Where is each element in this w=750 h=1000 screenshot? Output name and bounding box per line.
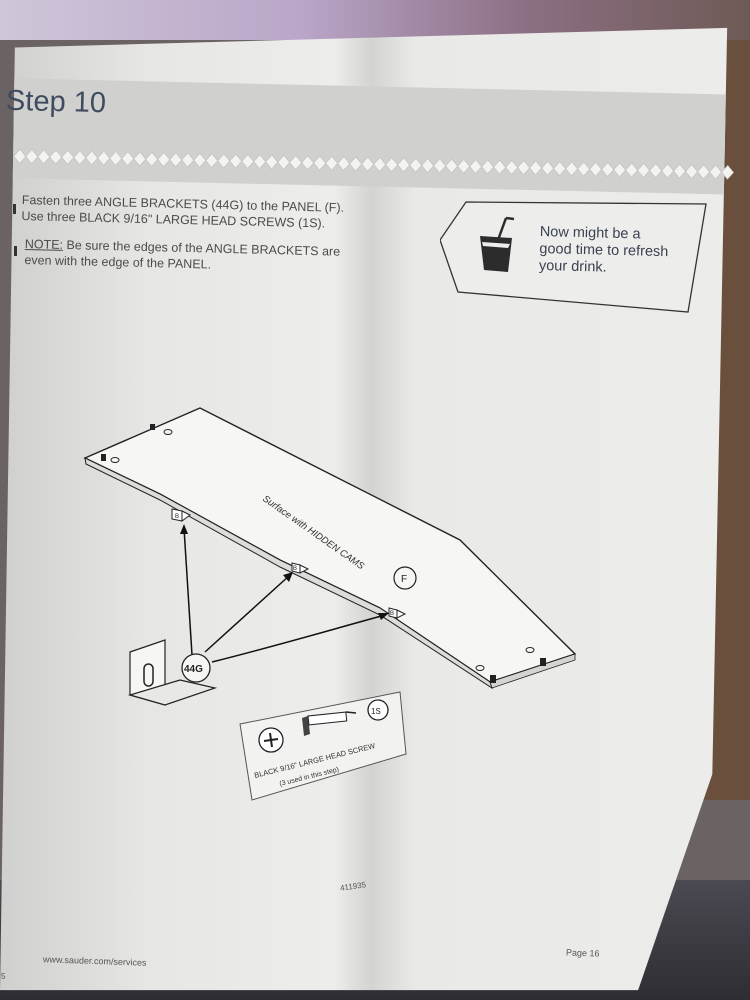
zigzag-diamond bbox=[241, 153, 255, 169]
zigzag-diamond bbox=[109, 150, 123, 166]
drink-cup-icon bbox=[480, 216, 515, 272]
bracket-small-label: B bbox=[390, 611, 394, 617]
zigzag-diamond bbox=[253, 154, 267, 170]
panel-label: F bbox=[401, 574, 407, 585]
zigzag-diamond bbox=[73, 150, 87, 166]
zigzag-diamond bbox=[673, 163, 686, 179]
zigzag-diamond bbox=[589, 161, 603, 177]
zigzag-diamond bbox=[493, 159, 507, 175]
zigzag-diamond bbox=[661, 163, 674, 179]
pointer-arrows bbox=[183, 527, 386, 663]
zigzag-diamond bbox=[613, 162, 627, 178]
callout-box bbox=[440, 201, 707, 313]
zigzag-diamond bbox=[373, 156, 387, 172]
zigzag-diamond bbox=[181, 152, 195, 168]
zigzag-diamond bbox=[421, 158, 435, 173]
zigzag-diamond bbox=[277, 154, 291, 170]
zigzag-diamond bbox=[697, 164, 710, 180]
zigzag-diamond bbox=[541, 160, 555, 176]
zigzag-diamond bbox=[145, 151, 159, 167]
zigzag-diamond bbox=[625, 162, 639, 178]
zigzag-diamond bbox=[505, 159, 519, 175]
zigzag-diamond bbox=[637, 162, 651, 178]
zigzag-diamond bbox=[409, 157, 423, 173]
zigzag-diamond bbox=[565, 161, 579, 177]
zigzag-diamond bbox=[169, 152, 183, 168]
note-label: NOTE: bbox=[24, 236, 64, 252]
page-number: Page 16 bbox=[565, 947, 600, 959]
zigzag-divider bbox=[13, 148, 734, 180]
zigzag-diamond bbox=[529, 160, 543, 176]
zigzag-diamond bbox=[469, 159, 483, 175]
zigzag-diamond bbox=[85, 150, 99, 166]
zigzag-diamond bbox=[313, 155, 327, 171]
zigzag-diamond bbox=[721, 164, 734, 180]
screw-callout: 1S BLACK 9/16" LARGE HEAD SCREW (3 used … bbox=[239, 691, 407, 801]
zigzag-diamond bbox=[13, 148, 27, 164]
zigzag-diamond bbox=[37, 149, 51, 165]
zigzag-diamond bbox=[193, 152, 207, 168]
screw-icon bbox=[302, 711, 357, 736]
zigzag-diamond bbox=[25, 149, 39, 165]
zigzag-diamond bbox=[121, 151, 135, 167]
bracket-small-label: B bbox=[293, 566, 297, 572]
panel-f bbox=[83, 407, 577, 690]
callout-text: Now might be a good time to refresh your… bbox=[539, 224, 690, 279]
zigzag-diamond bbox=[709, 164, 722, 180]
zigzag-diamond bbox=[133, 151, 147, 167]
zigzag-diamond bbox=[217, 153, 231, 169]
zigzag-diamond bbox=[457, 158, 471, 174]
zigzag-diamond bbox=[265, 154, 279, 170]
zigzag-diamond bbox=[61, 149, 75, 165]
edge-mark: 5 bbox=[1, 972, 6, 981]
bracket-small-label: B bbox=[175, 514, 179, 520]
zigzag-diamond bbox=[649, 163, 662, 179]
zigzag-diamond bbox=[205, 153, 219, 169]
zigzag-diamond bbox=[481, 159, 495, 175]
zigzag-diamond bbox=[397, 157, 411, 173]
assembly-diagram: B B B Surface with HIDDEN CAMS F 44G bbox=[83, 407, 577, 801]
screw-head-icon bbox=[258, 727, 284, 753]
bracket-label: 44G bbox=[184, 664, 203, 675]
step-title: Step 10 bbox=[5, 84, 107, 120]
panel-label-circle: F bbox=[393, 566, 417, 590]
angle-bracket-mark bbox=[171, 508, 407, 619]
zigzag-diamond bbox=[349, 156, 363, 172]
zigzag-diamond bbox=[553, 161, 567, 176]
zigzag-diamond bbox=[325, 155, 339, 171]
zigzag-diamond bbox=[301, 155, 315, 171]
bullet-icon bbox=[14, 246, 17, 256]
zigzag-diamond bbox=[445, 158, 459, 174]
zigzag-diamond bbox=[289, 155, 303, 170]
zigzag-diamond bbox=[517, 160, 531, 176]
zigzag-diamond bbox=[601, 162, 615, 178]
zigzag-diamond bbox=[49, 149, 63, 165]
zigzag-diamond bbox=[361, 156, 375, 172]
zigzag-diamond bbox=[433, 158, 447, 174]
zigzag-diamond bbox=[97, 150, 111, 166]
zigzag-diamond bbox=[157, 152, 171, 167]
bullet-icon bbox=[13, 204, 16, 214]
zigzag-diamond bbox=[685, 164, 698, 179]
zigzag-diamond bbox=[385, 157, 399, 173]
zigzag-diamond bbox=[337, 156, 351, 172]
angle-bracket-part bbox=[127, 639, 218, 706]
zigzag-diamond bbox=[229, 153, 243, 169]
zigzag-diamond bbox=[577, 161, 591, 177]
screw-code-label: 1S bbox=[371, 707, 381, 716]
bracket-label-circle: 44G bbox=[181, 653, 211, 683]
